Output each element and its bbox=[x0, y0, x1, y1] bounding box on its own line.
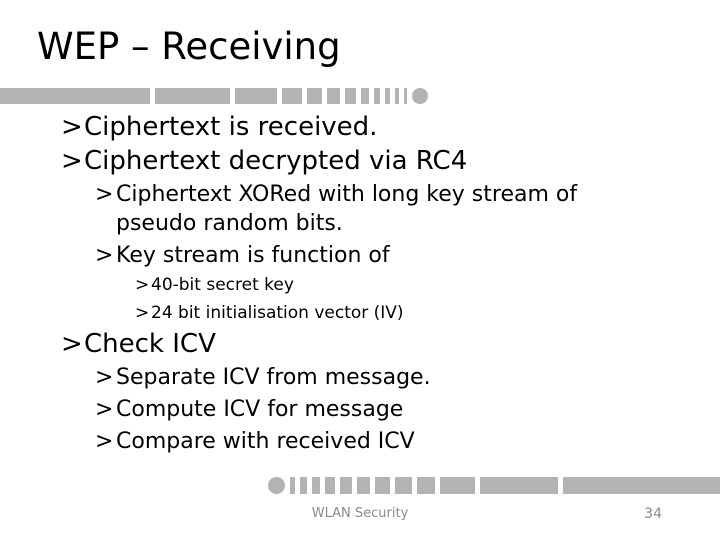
bar-segment bbox=[307, 88, 322, 104]
page-number: 34 bbox=[644, 506, 662, 522]
bullet-item-level-1: >Check ICV bbox=[0, 329, 710, 360]
bar-segment bbox=[395, 88, 399, 104]
bullet-text: Compute ICV for message bbox=[116, 397, 404, 422]
bullet-text: 40-bit secret key bbox=[151, 275, 294, 295]
bullet-marker: > bbox=[135, 275, 150, 295]
bar-segment bbox=[385, 88, 390, 104]
bar-segment bbox=[440, 477, 475, 494]
bullet-item-level-1: >Ciphertext decrypted via RC4 bbox=[0, 146, 710, 177]
bar-segment bbox=[563, 477, 720, 494]
bar-segment bbox=[290, 477, 295, 494]
bar-segment bbox=[312, 477, 320, 494]
bullet-text: Check ICV bbox=[84, 329, 216, 359]
bar-segment bbox=[325, 477, 335, 494]
bar-segment bbox=[282, 88, 302, 104]
slide-footer: WLAN Security 34 bbox=[0, 505, 720, 525]
bullet-list: >Ciphertext is received.>Ciphertext decr… bbox=[0, 112, 710, 456]
top-decorative-bar bbox=[0, 88, 428, 104]
bar-segment bbox=[345, 88, 356, 104]
bullet-text: 24 bit initialisation vector (IV) bbox=[151, 303, 404, 323]
bar-segment bbox=[404, 88, 407, 104]
bullet-item-level-3: >40-bit secret key bbox=[0, 273, 710, 298]
bullet-text: Compare with received ICV bbox=[116, 429, 415, 454]
bullet-text: Ciphertext decrypted via RC4 bbox=[84, 146, 468, 176]
bar-segment bbox=[374, 88, 380, 104]
bar-segment bbox=[361, 88, 369, 104]
bullet-marker: > bbox=[61, 329, 83, 359]
bar-segment bbox=[235, 88, 277, 104]
bar-segment bbox=[480, 477, 558, 494]
bar-segment bbox=[300, 477, 307, 494]
bullet-text: Ciphertext is received. bbox=[84, 112, 378, 142]
slide-title: WEP – Receiving bbox=[37, 25, 341, 68]
bullet-marker: > bbox=[95, 365, 114, 390]
bullet-item-level-3: >24 bit initialisation vector (IV) bbox=[0, 301, 710, 326]
bar-segment bbox=[0, 88, 150, 104]
bar-segment bbox=[375, 477, 390, 494]
bullet-marker: > bbox=[95, 397, 114, 422]
bar-circle bbox=[412, 88, 428, 104]
footer-text: WLAN Security bbox=[311, 506, 409, 521]
bullet-item-level-2: >Ciphertext XORed with long key stream o… bbox=[0, 180, 710, 238]
bullet-item-level-2: >Separate ICV from message. bbox=[0, 363, 710, 392]
bullet-marker: > bbox=[95, 243, 114, 268]
bar-circle bbox=[268, 477, 285, 494]
bar-segment bbox=[395, 477, 412, 494]
bar-segment bbox=[155, 88, 230, 104]
bar-segment bbox=[340, 477, 352, 494]
bottom-decorative-bar bbox=[268, 477, 720, 494]
bar-segment bbox=[327, 88, 340, 104]
bullet-marker: > bbox=[61, 112, 83, 142]
bullet-item-level-2: >Key stream is function of bbox=[0, 241, 710, 270]
bullet-marker: > bbox=[95, 182, 114, 207]
bullet-marker: > bbox=[135, 303, 150, 323]
bullet-marker: > bbox=[95, 429, 114, 454]
bullet-text: Separate ICV from message. bbox=[116, 365, 431, 390]
bar-segment bbox=[357, 477, 370, 494]
bullet-item-level-2: >Compare with received ICV bbox=[0, 427, 710, 456]
bullet-item-level-1: >Ciphertext is received. bbox=[0, 112, 710, 143]
bullet-marker: > bbox=[61, 146, 83, 176]
bullet-item-level-2: >Compute ICV for message bbox=[0, 395, 710, 424]
bar-segment bbox=[417, 477, 435, 494]
bullet-text: Key stream is function of bbox=[116, 243, 390, 268]
bullet-text: Ciphertext XORed with long key stream of… bbox=[116, 182, 578, 236]
